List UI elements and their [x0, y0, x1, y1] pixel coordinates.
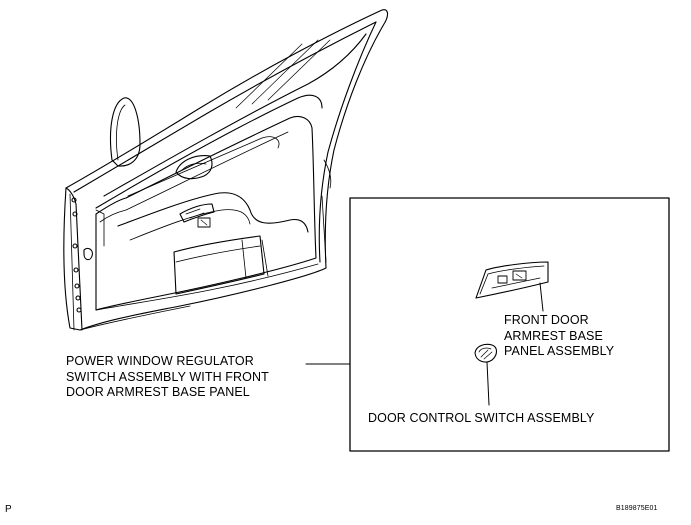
door-outer-frame: [63, 9, 389, 331]
door-pocket: [173, 235, 265, 295]
armrest-panel-label-line: PANEL ASSEMBLY: [504, 344, 615, 358]
hinge-hole: [71, 197, 77, 203]
armrest-contour: [117, 192, 309, 233]
door-front-edge: [65, 187, 83, 331]
side-mirror: [109, 97, 141, 167]
armrest-switch-panel: [179, 203, 215, 223]
front-door-illustration: [63, 9, 389, 331]
door-control-switch-label: DOOR CONTROL SWITCH ASSEMBLY: [368, 411, 595, 425]
armrest-panel-label-line: FRONT DOOR: [504, 313, 589, 327]
corner-mark: P: [5, 504, 12, 515]
figure-code: B189875E01: [616, 505, 658, 512]
detail-box: [349, 197, 670, 452]
main-assembly-label-line: POWER WINDOW REGULATOR: [66, 354, 254, 368]
armrest-panel-label-line: ARMREST BASE: [504, 328, 603, 343]
main-assembly-label-line: DOOR ARMREST BASE PANEL: [66, 385, 250, 399]
window-belt-line: [95, 94, 323, 209]
inside-door-handle: [175, 155, 213, 180]
main-assembly-label-line: SWITCH ASSEMBLY WITH FRONT: [66, 369, 269, 384]
armrest-base-panel-part: [475, 261, 549, 299]
armrest-panel-label: FRONT DOOR ARMREST BASE PANEL ASSEMBLY: [504, 313, 614, 360]
leader-door-control-switch: [486, 361, 490, 406]
main-assembly-label: POWER WINDOW REGULATOR SWITCH ASSEMBLY W…: [66, 354, 269, 401]
leader-armrest-panel: [539, 282, 544, 312]
door-control-switch-part: [474, 343, 498, 363]
